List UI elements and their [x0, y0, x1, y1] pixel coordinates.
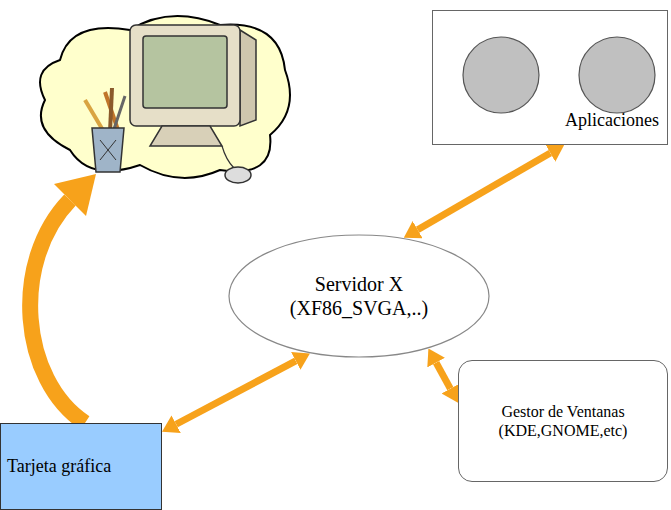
scissors	[113, 96, 125, 132]
application-circle	[463, 37, 539, 113]
double-arrow	[418, 153, 551, 230]
monitor-screen	[143, 36, 227, 108]
mouse-cord	[222, 146, 234, 168]
pencil-cup	[92, 128, 124, 172]
cloud-shape	[40, 16, 290, 178]
ellipse-outline	[229, 235, 489, 357]
node-label: Aplicaciones	[565, 110, 659, 132]
monitor-side	[240, 30, 256, 126]
server-ellipse: Servidor X (XF86_SVGA,..)	[228, 234, 490, 358]
graphics-card-box: Tarjeta gráfica	[0, 423, 162, 510]
application-circle	[579, 37, 655, 113]
node-label: Servidor X (XF86_SVGA,..)	[284, 272, 434, 320]
application-box: Aplicaciones	[432, 10, 668, 145]
ellipse-outline	[228, 234, 490, 358]
node-label: Tarjeta gráfica	[7, 456, 111, 478]
node-label: Gestor de Ventanas (KDE,GNOME,etc)	[488, 402, 638, 440]
window-manager-box: Gestor de Ventanas (KDE,GNOME,etc)	[458, 360, 668, 482]
pencil	[110, 88, 112, 132]
pencil	[85, 100, 104, 132]
display-arrowhead	[54, 174, 96, 216]
double-arrow	[436, 363, 450, 389]
mouse	[225, 167, 251, 183]
monitor-base	[150, 126, 222, 146]
display-arrow	[30, 200, 85, 423]
monitor-body	[130, 25, 240, 126]
cup-pattern	[100, 140, 116, 160]
double-arrow	[176, 361, 296, 424]
